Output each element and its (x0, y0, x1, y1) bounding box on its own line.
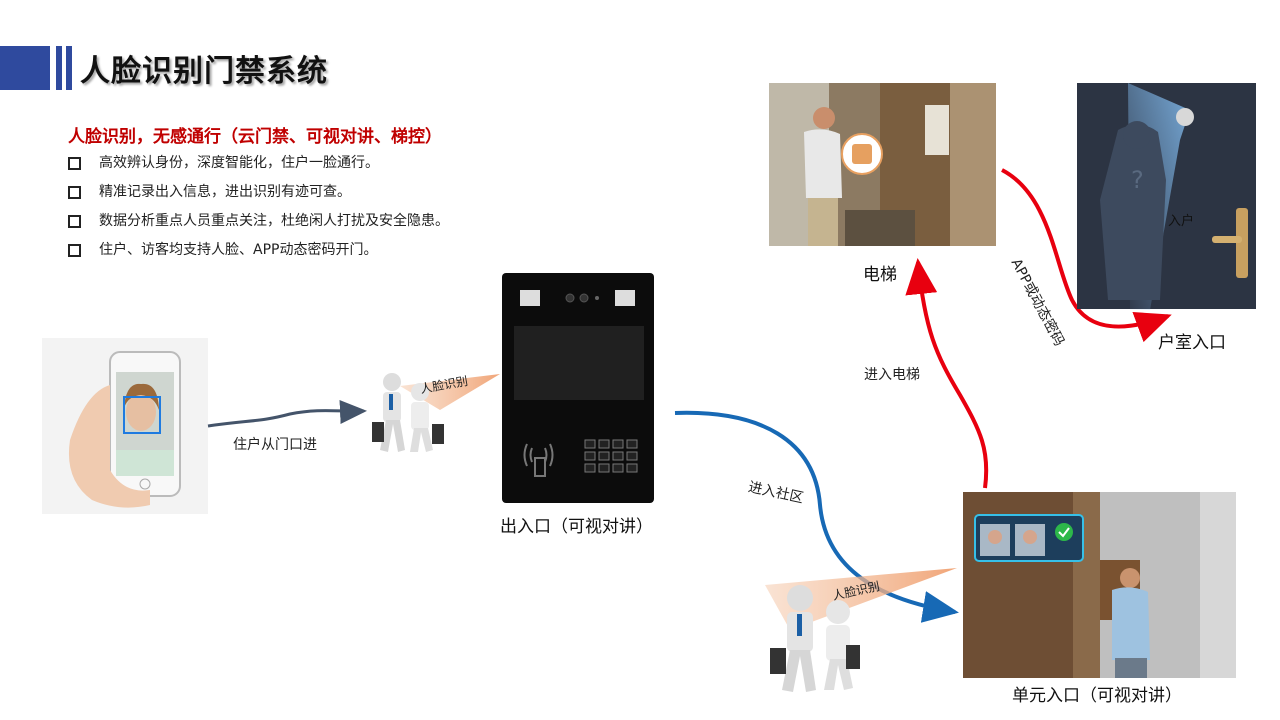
elevator-photo (769, 83, 996, 246)
svg-text:?: ? (1131, 166, 1144, 194)
walking-people-icon (765, 568, 957, 692)
home-in-label: 入户 (1168, 214, 1195, 229)
home-entrance-caption: 户室入口 (1158, 333, 1226, 353)
elevator-caption: 电梯 (863, 265, 897, 285)
feature-text: 精准记录出入信息，进出识别有迹可查。 (99, 184, 351, 200)
header-accent-bar (56, 46, 62, 90)
features-subtitle: 人脸识别，无感通行（云门禁、可视对讲、梯控） (68, 127, 442, 147)
home-entrance-photo: ? (1077, 83, 1256, 310)
feature-text: 高效辨认身份，深度智能化，住户一脸通行。 (99, 155, 379, 171)
door-station-device (502, 273, 654, 503)
feature-text: 住户、访客均支持人脸、APP动态密码开门。 (99, 242, 378, 258)
list-item: 高效辨认身份，深度智能化，住户一脸通行。 (68, 152, 449, 181)
phone-face-image (42, 338, 208, 514)
header-accent-block (0, 46, 50, 90)
unit-entrance-photo (963, 492, 1236, 678)
header-accent-bar (66, 46, 72, 90)
list-item: 精准记录出入信息，进出识别有迹可查。 (68, 181, 449, 210)
list-item: 住户、访客均支持人脸、APP动态密码开门。 (68, 239, 449, 268)
feature-list: 高效辨认身份，深度智能化，住户一脸通行。 精准记录出入信息，进出识别有迹可查。 … (68, 152, 449, 268)
unit-entrance-caption: 单元入口（可视对讲） (1012, 686, 1182, 706)
bullet-square-icon (68, 186, 81, 199)
bullet-square-icon (68, 244, 81, 257)
walking-people-icon (372, 373, 500, 452)
gate-caption: 出入口（可视对讲） (500, 517, 653, 537)
page-title: 人脸识别门禁系统 (80, 54, 328, 89)
bullet-square-icon (68, 215, 81, 228)
feature-text: 数据分析重点人员重点关注，杜绝闲人打扰及安全隐患。 (99, 213, 449, 229)
enter-elevator-label: 进入电梯 (864, 367, 920, 383)
bullet-square-icon (68, 157, 81, 170)
resident-entry-label: 住户从门口进 (233, 437, 317, 453)
list-item: 数据分析重点人员重点关注，杜绝闲人打扰及安全隐患。 (68, 210, 449, 239)
